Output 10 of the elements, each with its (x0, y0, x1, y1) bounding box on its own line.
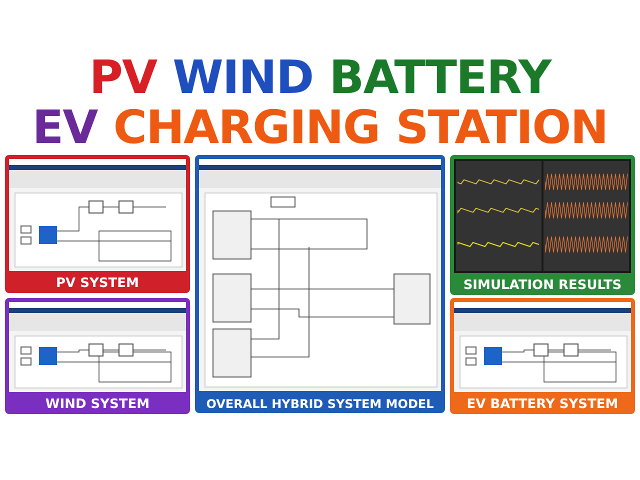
panel (5, 155, 190, 293)
panel (450, 298, 635, 414)
panel (450, 155, 635, 295)
panel-heading: OVERALL HYBRID SYSTEM MODEL (205, 397, 435, 411)
panel-heading: EV BATTERY SYSTEM (466, 397, 620, 412)
panel-heading: SIMULATION RESULTS (462, 278, 623, 293)
title: PV WIND BATTERY EV CHARGING STATION (31, 52, 609, 152)
panel-heading: PV SYSTEM (55, 276, 140, 291)
panel (5, 298, 190, 414)
panel-heading: WIND SYSTEM (44, 397, 151, 412)
